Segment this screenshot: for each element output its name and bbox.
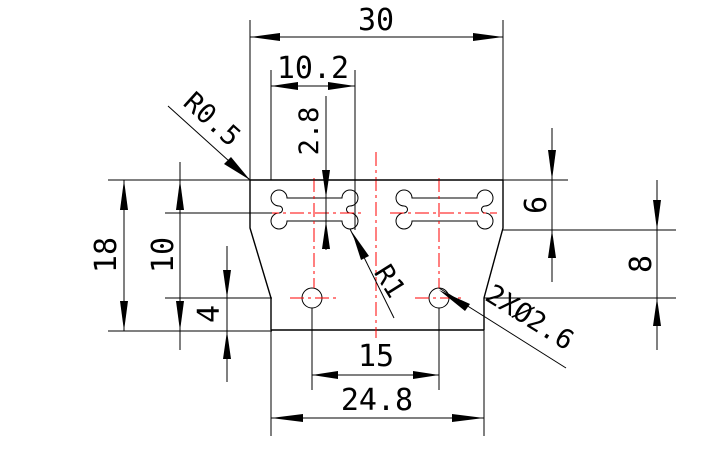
- outline-left: [249, 180, 272, 330]
- dim-overall-width: 30: [358, 3, 394, 38]
- dimension-labels: 30 10.2 R0.5 2.8 6 8 18 10 4 R1 2XØ2.6 1…: [89, 3, 659, 418]
- dim-corner-radius: R0.5: [177, 86, 246, 153]
- outline-right: [483, 180, 504, 330]
- slot-right: [395, 189, 494, 230]
- dim-slot-height: 2.8: [294, 107, 325, 156]
- dim-hole-spacing: 15: [358, 339, 394, 374]
- dim-hole-offset: 4: [192, 305, 227, 323]
- dim-top-step: 6: [519, 196, 554, 214]
- arrowheads: [120, 33, 661, 422]
- dim-hole-radius: R1: [367, 259, 411, 303]
- dim-base-width: 24.8: [341, 383, 413, 418]
- dim-inner-height: 10: [146, 237, 181, 273]
- dim-right-height: 8: [624, 255, 659, 273]
- dim-total-height: 18: [89, 237, 124, 273]
- centerlines: [265, 152, 497, 338]
- dim-slot-width: 10.2: [277, 51, 349, 86]
